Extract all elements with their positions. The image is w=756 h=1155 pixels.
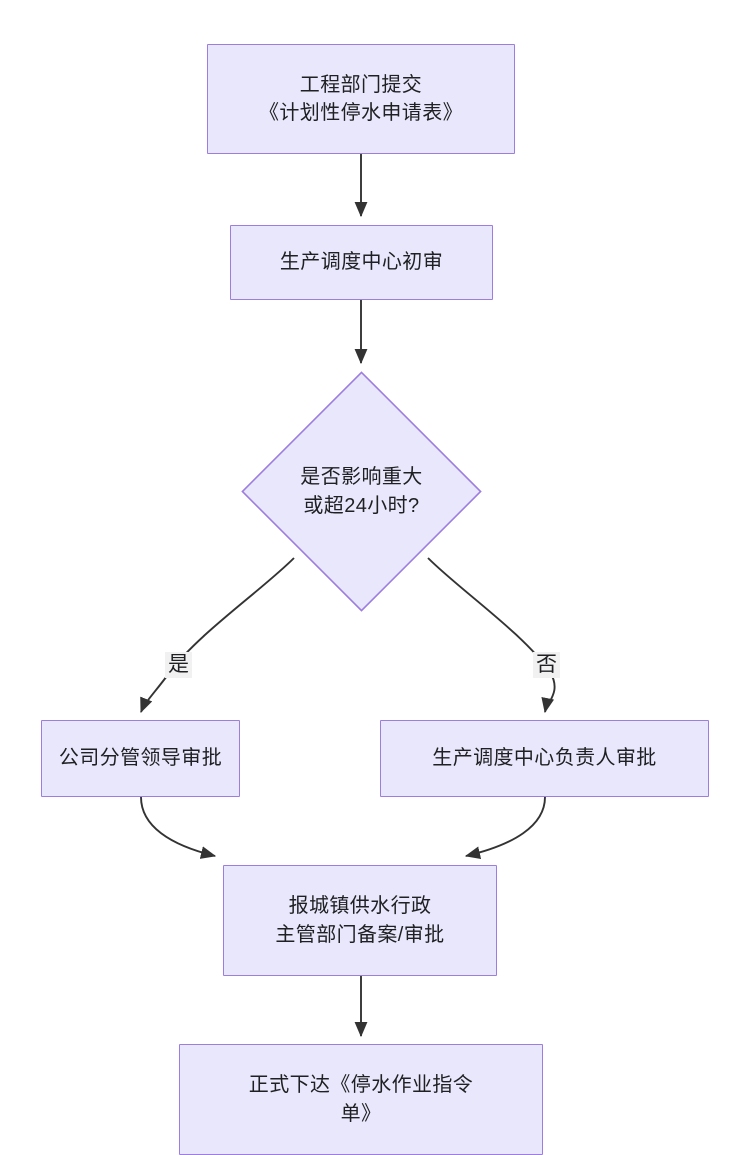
node-decision[interactable]: 是否影响重大 或超24小时? [241, 371, 482, 612]
node-center-head-approval-label: 生产调度中心负责人审批 [432, 747, 657, 770]
node-leader-approval-label: 公司分管领导审批 [58, 747, 223, 770]
node-gov-filing[interactable]: 报城镇供水行政 主管部门备案/审批 [223, 865, 497, 976]
node-decision-label: 是否影响重大 或超24小时? [300, 466, 423, 517]
edge-leader-approval-to-gov-filing [140, 796, 217, 859]
diamond-shape [241, 371, 482, 612]
edge-label-no: 否 [533, 652, 560, 678]
node-gov-filing-label: 报城镇供水行政 主管部门备案/审批 [275, 895, 445, 946]
edge-label-yes: 是 [165, 652, 192, 678]
node-first-review-label: 生产调度中心初审 [279, 251, 444, 274]
node-submit-label: 工程部门提交 《计划性停水申请表》 [259, 73, 463, 124]
node-center-head-approval[interactable]: 生产调度中心负责人审批 [380, 720, 709, 797]
node-issue-order-label: 正式下达《停水作业指令 单》 [248, 1074, 474, 1125]
node-submit[interactable]: 工程部门提交 《计划性停水申请表》 [207, 44, 515, 154]
node-issue-order[interactable]: 正式下达《停水作业指令 单》 [179, 1044, 543, 1155]
edge-center-head-approval-to-gov-filing [464, 796, 546, 860]
node-leader-approval[interactable]: 公司分管领导审批 [41, 720, 240, 797]
node-first-review[interactable]: 生产调度中心初审 [230, 225, 493, 300]
